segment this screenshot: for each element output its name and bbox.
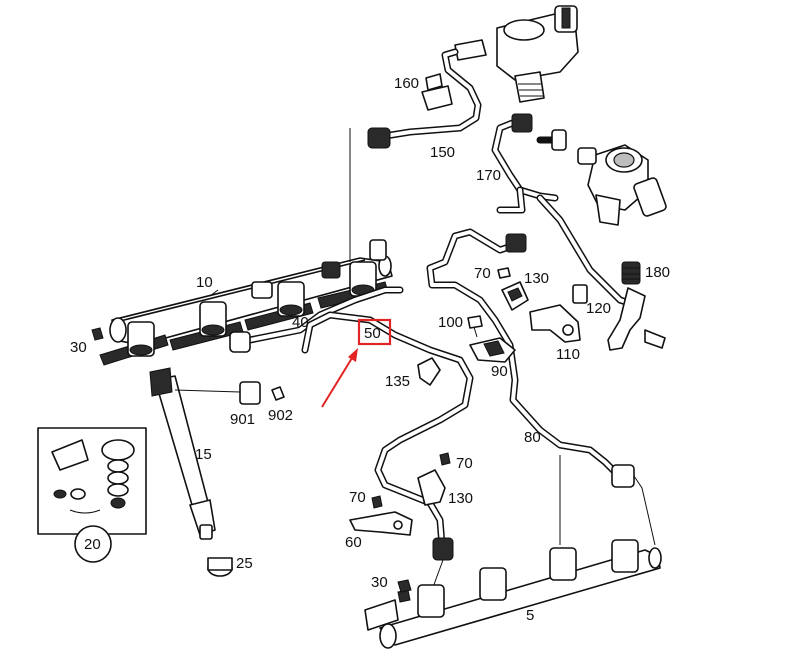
callout-70-a: 70	[474, 265, 491, 282]
fuel-rail-5	[364, 539, 662, 649]
callout-110: 110	[556, 346, 580, 363]
highlight-arrow	[321, 357, 353, 408]
callout-25: 25	[236, 555, 253, 572]
callout-170: 170	[476, 167, 501, 184]
callout-120: 120	[586, 300, 611, 317]
callout-135: 135	[385, 373, 410, 390]
callout-100: 100	[438, 314, 463, 331]
callout-80: 80	[524, 429, 541, 446]
callout-160: 160	[394, 75, 419, 92]
clip-160	[421, 73, 453, 111]
callout-180: 180	[645, 264, 670, 281]
fuel-rail-10	[99, 239, 393, 366]
injector-15	[149, 367, 216, 540]
callout-60: 60	[345, 534, 362, 551]
seal-kit-box	[37, 427, 147, 563]
high-pressure-pump-lower	[577, 144, 667, 226]
callout-90: 90	[491, 363, 508, 380]
callout-70-b: 70	[456, 455, 473, 472]
callout-5: 5	[526, 607, 534, 624]
callout-901: 901	[230, 411, 255, 428]
callout-130-a: 130	[524, 270, 549, 287]
high-pressure-pump-upper	[454, 5, 579, 103]
callout-15: 15	[195, 446, 212, 463]
callout-10: 10	[196, 274, 213, 291]
callout-150: 150	[430, 144, 455, 161]
callout-40: 40	[292, 314, 309, 331]
callout-70-c: 70	[349, 489, 366, 506]
highlight-box-part-50	[357, 318, 392, 346]
callout-30-lower: 30	[371, 574, 388, 591]
callout-50: 50	[364, 325, 381, 342]
callout-130-b: 130	[448, 490, 473, 507]
callout-30-upper: 30	[70, 339, 87, 356]
callout-20: 20	[84, 536, 101, 553]
callout-902: 902	[268, 407, 293, 424]
